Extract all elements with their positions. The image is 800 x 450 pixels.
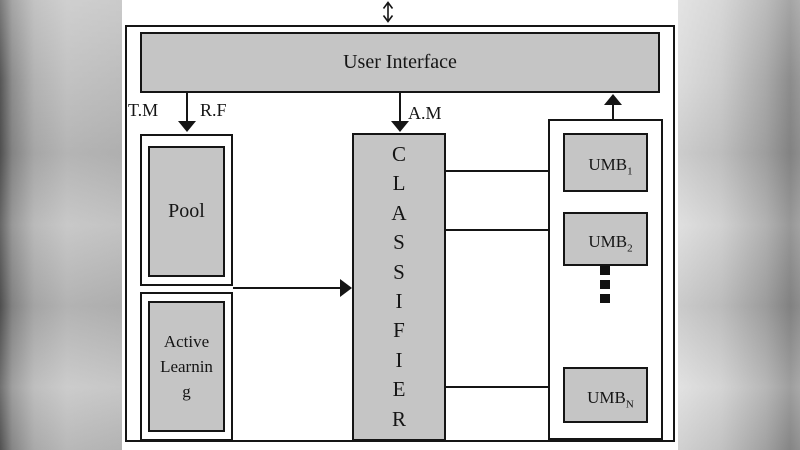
sync-arrow-icon <box>382 1 394 23</box>
rf-label: R.F <box>200 100 227 120</box>
ui-to-pool-arrowhead-icon <box>178 121 196 132</box>
ui-to-pool-arrow-line <box>186 93 188 122</box>
umbn-label: UMBN <box>587 387 634 410</box>
classifier-letter: L <box>392 171 406 196</box>
classifier-letter: S <box>393 230 405 255</box>
classifier-letter: I <box>395 289 403 314</box>
classifier-letter: F <box>393 318 405 343</box>
pool-to-classifier-arrowhead-icon <box>340 279 352 297</box>
classifier-to-umb1-arrow-line <box>446 170 551 172</box>
active-learning-box: Active Learning <box>148 301 225 432</box>
backdrop-left-bar <box>0 0 122 450</box>
umb1-label: UMB1 <box>588 155 633 178</box>
umb2-label: UMB2 <box>588 231 633 254</box>
ui-to-classifier-arrow-line <box>399 93 401 122</box>
umb1-box: UMB1 <box>563 133 648 192</box>
umbn-box: UMBN <box>563 367 648 423</box>
ui-to-classifier-arrowhead-icon <box>391 121 409 132</box>
ellipsis-dot <box>600 280 610 289</box>
user-interface-label: User Interface <box>343 51 457 73</box>
pool-to-classifier-arrow-line <box>233 287 341 289</box>
pool-label: Pool <box>168 200 205 222</box>
classifier-to-umb2-arrow-line <box>446 229 551 231</box>
classifier-letter: R <box>391 406 406 431</box>
vertical-ellipsis-icon <box>600 266 610 308</box>
umb-to-ui-arrow-line <box>612 104 614 119</box>
classifier-letter: I <box>395 347 403 372</box>
backdrop-right-bar <box>678 0 800 450</box>
tm-label: T.M <box>128 100 159 120</box>
pool-box: Pool <box>148 146 225 277</box>
user-interface-box: User Interface <box>140 32 660 93</box>
active-learning-label: Active Learning <box>160 332 213 401</box>
umb2-box: UMB2 <box>563 212 648 266</box>
ellipsis-dot <box>600 266 610 275</box>
umb-to-ui-arrowhead-icon <box>604 94 622 105</box>
classifier-letter: E <box>392 377 406 402</box>
classifier-letter: A <box>391 200 407 225</box>
ellipsis-dot <box>600 294 610 303</box>
classifier-to-umbn-arrow-line <box>446 386 551 388</box>
classifier-letter: C <box>391 142 406 166</box>
classifier-letter: S <box>393 259 405 284</box>
am-label: A.M <box>408 103 442 123</box>
classifier-box: C L A S S I F I E R <box>352 133 446 441</box>
